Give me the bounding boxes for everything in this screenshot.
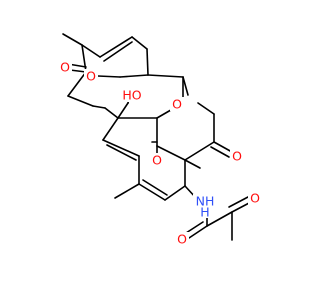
o-ether-label: O	[170, 97, 184, 112]
atom-o-amide: O	[177, 232, 187, 247]
atom-o-hydroxyl: HO	[122, 88, 141, 103]
nh-amide-label: NH	[193, 194, 217, 209]
atom-o-ketone: O	[152, 153, 162, 168]
atom-o-pyruvoyl: O	[250, 191, 260, 206]
o-hydroxyl-label: HO	[120, 88, 144, 103]
atom-h-amide: H	[200, 205, 209, 220]
atom-o-ether: O	[172, 97, 182, 112]
o-lactone-ring-label: O	[84, 69, 98, 84]
h-amide-label: H	[198, 205, 212, 220]
atom-labels: O O O HO O O NH H	[58, 60, 262, 247]
atom-o-lactone-carbonyl: O	[232, 149, 242, 164]
atom-o-ring-carbonyl: O	[60, 60, 70, 75]
atom-o-lactone-ring: O	[86, 69, 96, 84]
bond-lines	[62, 33, 252, 241]
molecule-structure: O O O HO O O NH H	[58, 33, 262, 247]
o-ketone-label: O	[150, 153, 164, 168]
o-pyruvoyl-label: O	[248, 191, 262, 206]
atom-nh-amide: NH	[196, 194, 215, 209]
o-ring-carbonyl-label: O	[58, 60, 72, 75]
o-lactone-carbonyl-label: O	[230, 149, 244, 164]
o-amide-label: O	[175, 232, 189, 247]
